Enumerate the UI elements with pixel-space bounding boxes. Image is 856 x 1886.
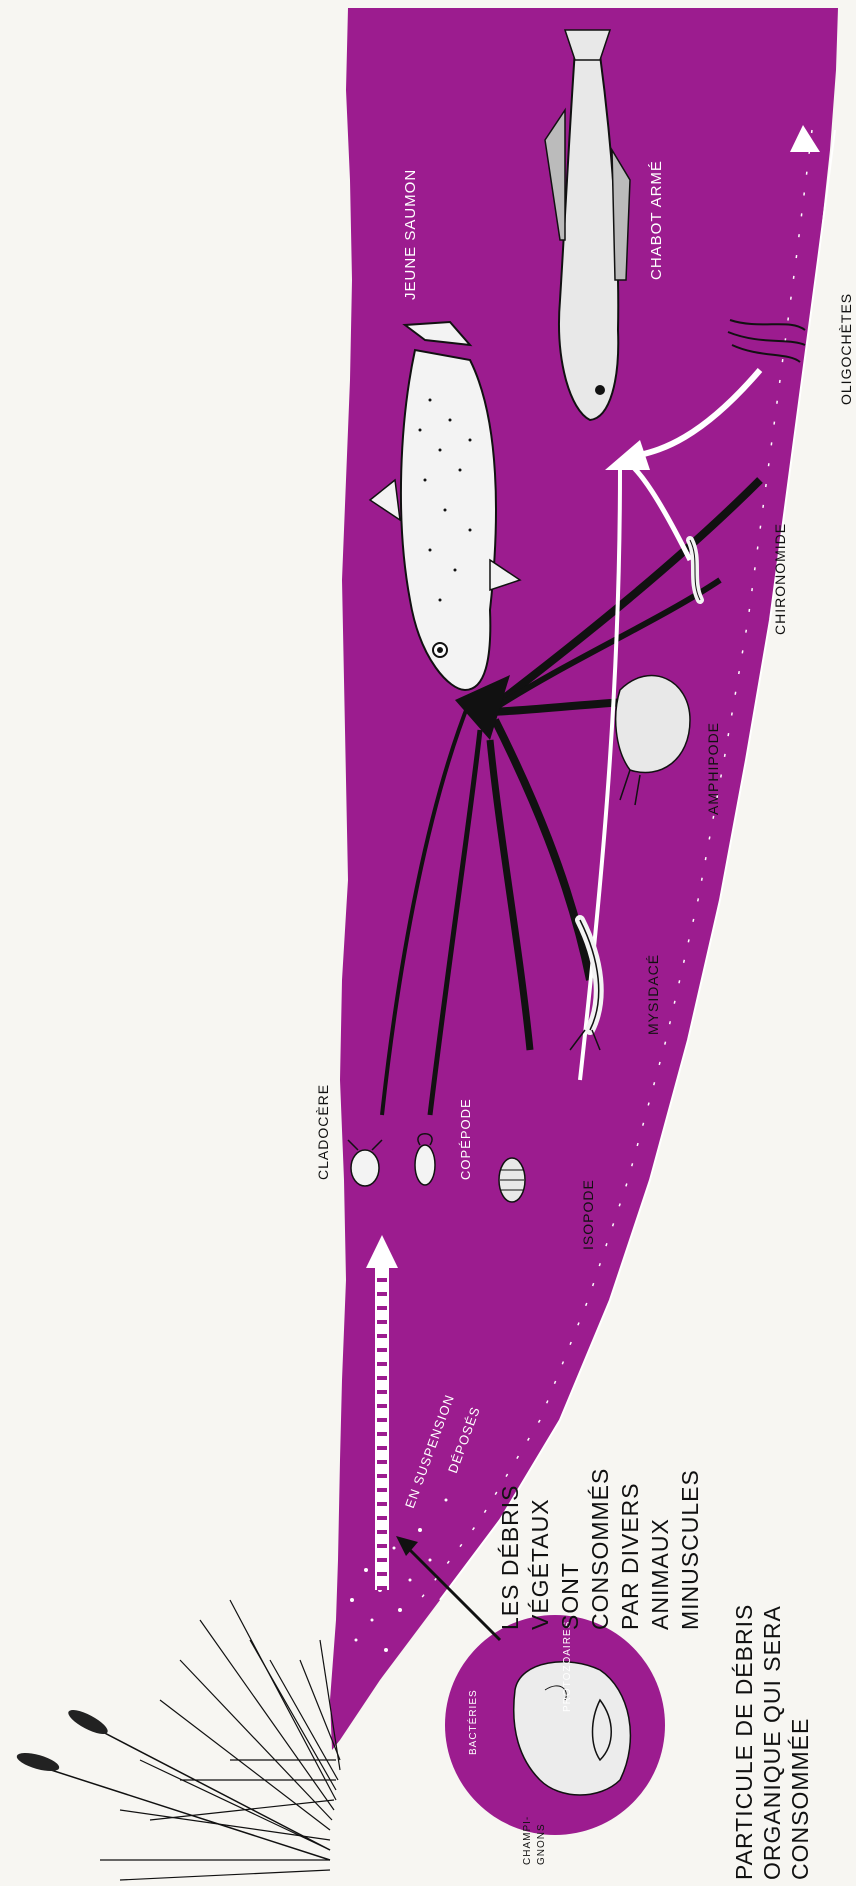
label-copepode: COPÉPODE bbox=[458, 1098, 473, 1180]
caption-debris-line: CONSOMMÉS bbox=[585, 1468, 615, 1630]
label-chabot-arme: CHABOT ARMÉ bbox=[648, 160, 665, 280]
caption-particule: PARTICULE DE DÉBRIS ORGANIQUE QUI SERA C… bbox=[730, 1604, 814, 1880]
caption-particule-line: ORGANIQUE QUI SERA bbox=[758, 1604, 786, 1880]
label-jeune-saumon: JEUNE SAUMON bbox=[402, 169, 419, 300]
label-oligochetes: OLIGOCHÈTES bbox=[838, 293, 854, 405]
caption-debris: LES DÉBRIS VÉGÉTAUX SONT CONSOMMÉS PAR D… bbox=[495, 1468, 705, 1630]
shore-vegetation bbox=[100, 1600, 340, 1880]
label-bacteries: BACTÉRIES bbox=[468, 1689, 479, 1755]
label-amphipode: AMPHIPODE bbox=[705, 722, 721, 815]
label-mysidace: MYSIDACÉ bbox=[645, 954, 661, 1035]
cattail-icon bbox=[15, 1705, 330, 1860]
caption-debris-line: SONT bbox=[555, 1468, 585, 1630]
isopod-icon bbox=[499, 1158, 525, 1202]
label-chironomide: CHIRONOMIDE bbox=[772, 523, 788, 635]
caption-debris-line: VÉGÉTAUX bbox=[525, 1468, 555, 1630]
caption-debris-line: ANIMAUX bbox=[645, 1468, 675, 1630]
label-champignons-2: GNONS bbox=[536, 1823, 547, 1865]
caption-particule-line: CONSOMMÉE bbox=[786, 1604, 814, 1880]
label-protozoaires: PROTOZOAIRES bbox=[562, 1621, 573, 1712]
caption-debris-line: MINUSCULES bbox=[675, 1468, 705, 1630]
label-champignons-1: CHAMPI- bbox=[522, 1816, 533, 1865]
label-cladocere: CLADOCÈRE bbox=[315, 1084, 331, 1180]
caption-particule-line: PARTICULE DE DÉBRIS bbox=[730, 1604, 758, 1880]
caption-debris-line: LES DÉBRIS bbox=[495, 1468, 525, 1630]
label-isopode: ISOPODE bbox=[580, 1179, 596, 1250]
caption-debris-line: PAR DIVERS bbox=[615, 1468, 645, 1630]
